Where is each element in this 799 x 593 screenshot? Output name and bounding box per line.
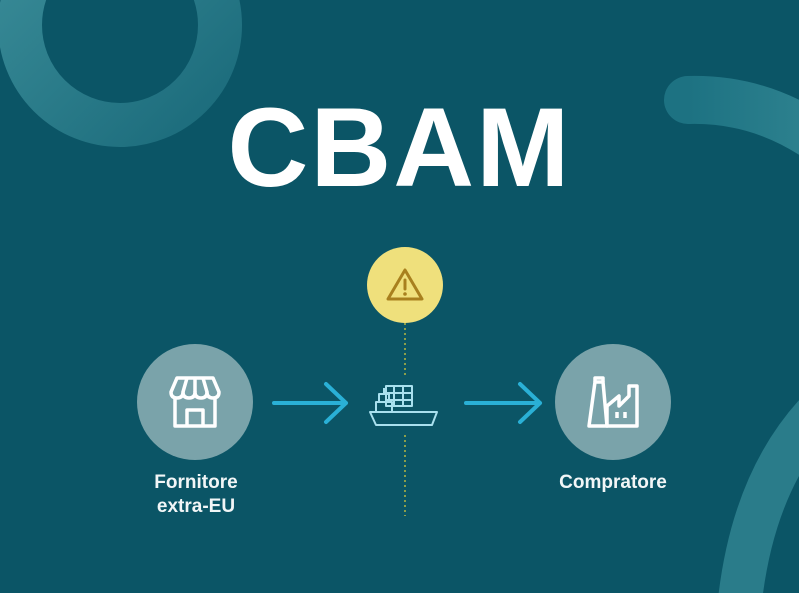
arrow-right-icon	[272, 382, 348, 424]
arc-top-left	[0, 0, 242, 147]
arc-bottom-right	[718, 400, 799, 593]
arc-top-right	[664, 75, 799, 155]
arrow-right-icon	[464, 382, 542, 424]
warning-badge	[367, 247, 443, 323]
store-icon	[169, 376, 221, 428]
supplier-label-line2: extra-EU	[156, 496, 236, 517]
buyer-label: Compratore	[559, 472, 667, 493]
warning-icon	[386, 268, 424, 301]
supplier-label-line1: Fornitore	[154, 472, 238, 493]
supplier-node	[137, 344, 253, 460]
buyer-node	[555, 344, 671, 460]
supplier-label: Fornitore extra-EU	[116, 471, 276, 519]
factory-icon	[587, 376, 639, 428]
page-title: CBAM	[227, 85, 572, 210]
cargo-ship-icon	[369, 385, 438, 426]
